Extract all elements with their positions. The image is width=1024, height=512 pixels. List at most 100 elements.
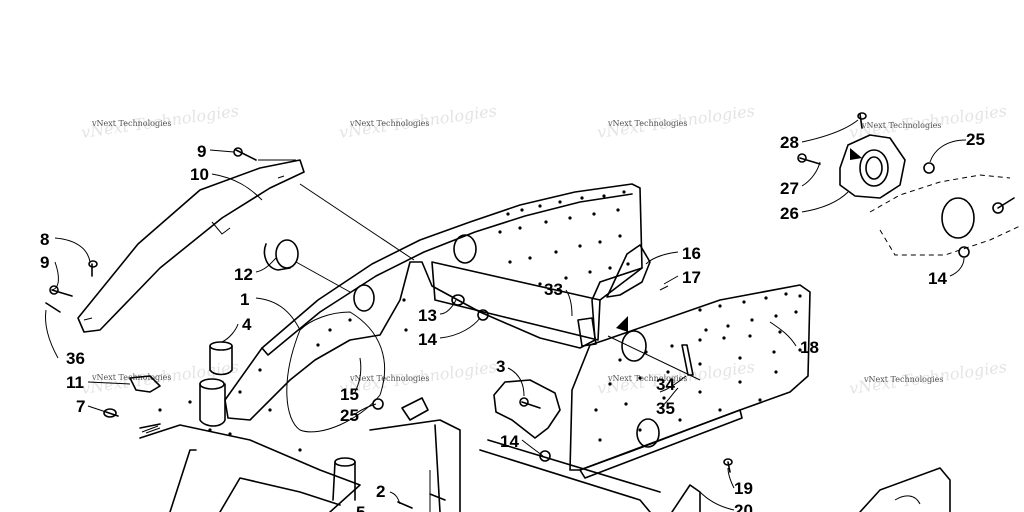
rivet-hole xyxy=(554,250,558,254)
rivet-hole xyxy=(578,244,582,248)
rivet-hole xyxy=(268,408,272,412)
rivet-hole xyxy=(678,418,682,422)
rivet-hole xyxy=(742,300,746,304)
callout-14: 14 xyxy=(418,330,437,349)
rivet-hole xyxy=(158,408,162,412)
callout-25: 25 xyxy=(340,406,359,425)
watermark: vNext Technologies xyxy=(861,121,941,130)
rivet-hole xyxy=(618,234,622,238)
rivet-hole xyxy=(794,310,798,314)
callout-33: 33 xyxy=(544,280,563,299)
watermark: vNext Technologies xyxy=(607,374,687,383)
rivet-hole xyxy=(698,308,702,312)
watermark: vNext Technologies xyxy=(349,374,429,383)
chaincase-outline xyxy=(869,174,1021,256)
rivet-hole xyxy=(316,343,320,347)
rivet-hole xyxy=(784,292,788,296)
rivet-hole xyxy=(772,350,776,354)
callout-35: 35 xyxy=(656,399,675,418)
rivet-hole xyxy=(592,212,596,216)
lower-frame xyxy=(139,419,951,512)
callout-5: 5 xyxy=(356,503,365,512)
rivet-hole xyxy=(538,282,542,286)
callout-34: 34 xyxy=(656,375,675,394)
hardware xyxy=(45,112,1015,509)
callout-2: 2 xyxy=(376,482,385,501)
watermark: vNext Technologies xyxy=(607,119,687,128)
rivet-hole xyxy=(538,204,542,208)
panel-holes xyxy=(158,190,802,452)
rivet-hole xyxy=(228,432,232,436)
rivet-hole xyxy=(258,368,262,372)
rivet-hole xyxy=(698,390,702,394)
steering-post xyxy=(199,378,226,427)
callout-36: 36 xyxy=(66,349,85,368)
rivet-hole xyxy=(624,402,628,406)
rivet-hole xyxy=(748,334,752,338)
rivet-hole xyxy=(608,382,612,386)
rivet-hole xyxy=(704,328,708,332)
callout-14: 14 xyxy=(500,432,519,451)
rivet-hole xyxy=(348,318,352,322)
assembly-lines xyxy=(258,159,701,512)
rivet-hole xyxy=(718,408,722,412)
rivet-hole xyxy=(544,220,548,224)
rivet-hole xyxy=(758,398,762,402)
callout-19: 19 xyxy=(734,479,753,498)
rivet-hole xyxy=(188,400,192,404)
rivet-hole xyxy=(402,298,406,302)
rivet-hole xyxy=(520,208,524,212)
callout-9: 9 xyxy=(40,253,49,272)
watermark: vNext Technologies xyxy=(349,119,429,128)
watermark: vNext Technologies xyxy=(863,375,943,384)
rivet-hole xyxy=(798,348,802,352)
rivet-hole xyxy=(738,380,742,384)
rivet-hole xyxy=(528,256,532,260)
rivet-hole xyxy=(598,240,602,244)
rivet-hole xyxy=(670,344,674,348)
rivet-hole xyxy=(506,212,510,216)
rivet-hole xyxy=(208,428,212,432)
rivet-hole xyxy=(558,200,562,204)
callout-11: 11 xyxy=(66,373,84,392)
rivet-hole xyxy=(498,230,502,234)
rivet-hole xyxy=(626,262,630,266)
watermark-layer: vNext Technologies vNext Technologies vN… xyxy=(80,101,1008,398)
callout-12: 12 xyxy=(234,265,253,284)
rivet-hole xyxy=(588,270,592,274)
callout-15: 15 xyxy=(340,385,359,404)
rivet-hole xyxy=(726,324,730,328)
side-panel xyxy=(569,284,811,479)
rivet-hole xyxy=(608,266,612,270)
callout-labels: 9 10 8 9 36 11 7 12 1 4 13 14 15 25 3 14… xyxy=(40,130,985,512)
bearing-flange xyxy=(839,134,906,199)
rivet-hole xyxy=(662,396,666,400)
callout-20: 20 xyxy=(734,501,753,512)
callout-18: 18 xyxy=(800,338,819,357)
rivet-hole xyxy=(298,448,302,452)
callout-4: 4 xyxy=(242,315,252,334)
rivet-hole xyxy=(404,328,408,332)
rivet-hole xyxy=(718,304,722,308)
callout-13: 13 xyxy=(418,306,437,325)
rivet-hole xyxy=(616,208,620,212)
callout-3: 3 xyxy=(496,357,505,376)
rivet-hole xyxy=(602,194,606,198)
rivet-hole xyxy=(778,330,782,334)
rivet-hole xyxy=(644,350,648,354)
rivet-hole xyxy=(764,296,768,300)
rivet-hole xyxy=(238,390,242,394)
mount-plate xyxy=(606,244,651,298)
spacer xyxy=(263,239,299,271)
rivet-hole xyxy=(622,190,626,194)
rivet-hole xyxy=(774,370,778,374)
callout-25: 25 xyxy=(966,130,985,149)
callout-leaders xyxy=(45,119,967,511)
callout-28: 28 xyxy=(780,133,799,152)
rivet-hole xyxy=(750,318,754,322)
rivet-hole xyxy=(618,358,622,362)
callout-7: 7 xyxy=(76,397,85,416)
rivet-hole xyxy=(518,226,522,230)
rivet-hole xyxy=(328,328,332,332)
